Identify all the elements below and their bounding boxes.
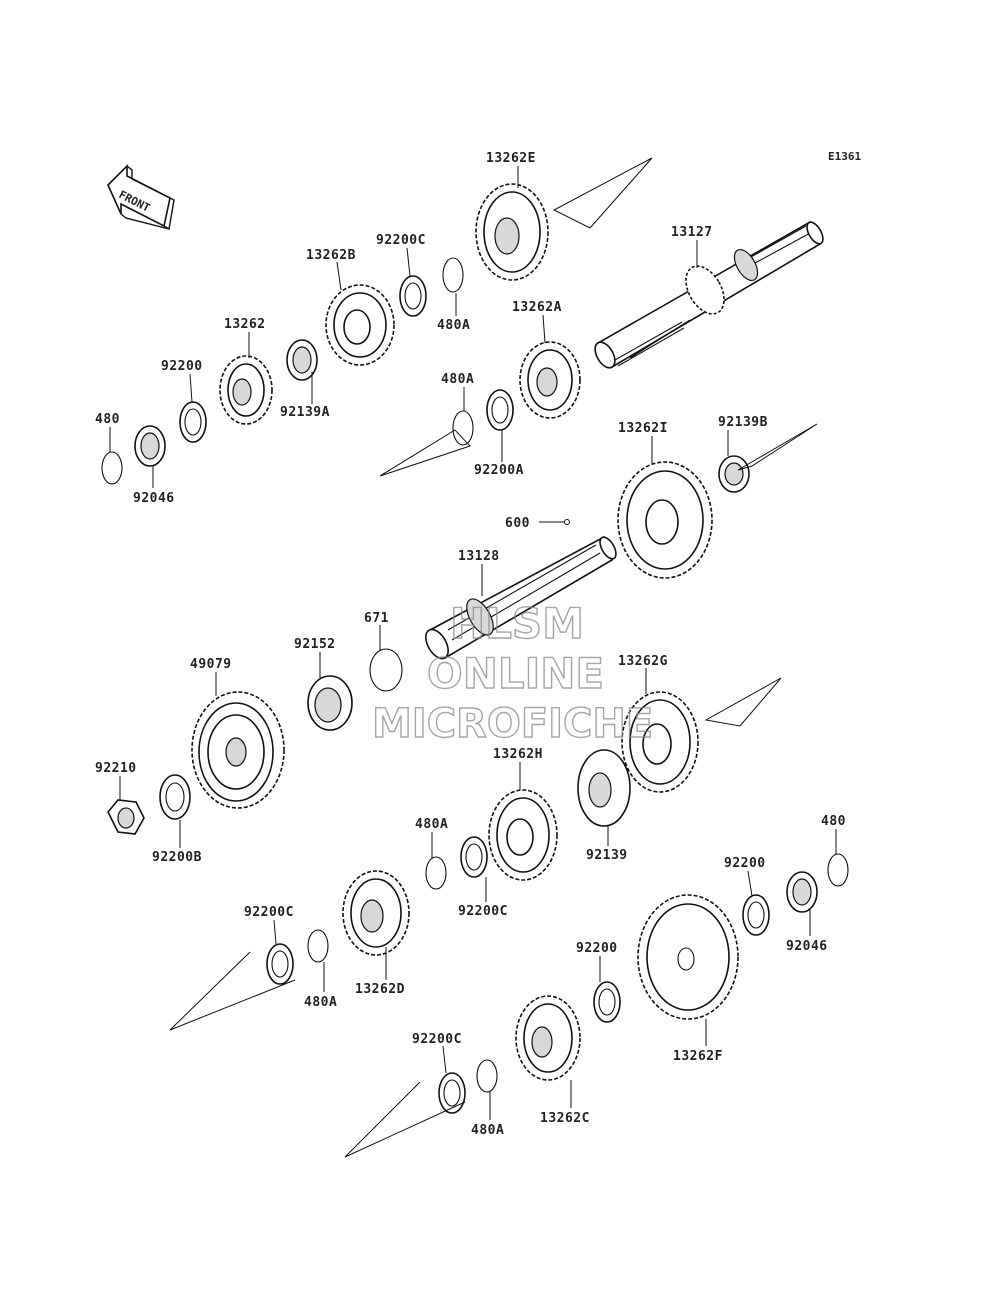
label-13262G: 13262G xyxy=(618,654,668,669)
label-13127: 13127 xyxy=(671,225,713,240)
label-13262A: 13262A xyxy=(512,300,562,315)
label-92200-bottom: 92200 xyxy=(576,941,618,956)
label-92200C-top: 92200C xyxy=(376,233,426,248)
part-labels: 13262E 13127 92200C 13262B 480A 13262A 1… xyxy=(95,151,846,1138)
gear-13262F xyxy=(637,894,739,1020)
gear-13262C xyxy=(515,995,581,1081)
watermark-line-1: HLSM xyxy=(450,599,584,648)
label-92200-right: 92200 xyxy=(724,856,766,871)
washer-92200B xyxy=(159,774,191,820)
watermark-line-3: MICROFICHE xyxy=(372,701,653,747)
label-92139: 92139 xyxy=(586,848,628,863)
label-13262B: 13262B xyxy=(306,248,356,263)
bearing-92046-right xyxy=(786,871,818,913)
sprocket-49079 xyxy=(191,691,285,809)
label-92200B: 92200B xyxy=(152,850,202,865)
label-13262I: 13262I xyxy=(618,421,668,436)
front-arrow-icon: FRONT xyxy=(107,164,175,231)
label-13262C: 13262C xyxy=(540,1111,590,1126)
label-480A-lowleft: 480A xyxy=(304,995,337,1010)
shaft-13128 xyxy=(425,535,617,660)
assembly-guide-lines xyxy=(169,157,818,1158)
circlip-480A-top xyxy=(442,257,464,293)
washer-92200C-lowleft xyxy=(266,943,294,985)
washer-92200C-bottom xyxy=(438,1072,466,1114)
label-92200-left: 92200 xyxy=(161,359,203,374)
circlip-480A-bottom xyxy=(476,1059,498,1093)
watermark-line-2: ONLINE xyxy=(427,649,604,698)
circlip-480A-low xyxy=(425,856,447,890)
label-13262D: 13262D xyxy=(355,982,405,997)
gear-13262E xyxy=(475,183,549,281)
washer-92200-right xyxy=(742,894,770,936)
label-480A-low: 480A xyxy=(415,817,448,832)
gear-13262G xyxy=(621,691,699,793)
circlip-480A-lowleft xyxy=(307,929,329,963)
washer-92200C-top xyxy=(399,275,427,317)
shaft-13127 xyxy=(594,220,824,369)
circlip-480-right xyxy=(827,853,849,887)
label-480A-bottom: 480A xyxy=(471,1123,504,1138)
bearing-92046-left xyxy=(134,425,166,467)
label-92210: 92210 xyxy=(95,761,137,776)
gear-13262 xyxy=(219,355,273,425)
nut-92210 xyxy=(107,799,145,835)
label-92200C-bottom: 92200C xyxy=(412,1032,462,1047)
label-13262F: 13262F xyxy=(673,1049,723,1064)
label-480A-mid: 480A xyxy=(441,372,474,387)
washer-92200C-mid xyxy=(460,836,488,878)
circlip-480A-mid xyxy=(452,410,474,446)
washer-92200A xyxy=(486,389,514,431)
label-92200A: 92200A xyxy=(474,463,524,478)
label-480-right: 480 xyxy=(821,814,846,829)
gear-13262B xyxy=(325,284,395,366)
gear-13262D xyxy=(342,870,410,956)
circlip-480-left xyxy=(101,451,123,485)
diagram-code: E1361 xyxy=(828,150,861,163)
seal-92152 xyxy=(307,675,353,731)
watermark: HLSM ONLINE MICROFICHE xyxy=(371,598,654,747)
washer-92200-left xyxy=(179,401,207,443)
label-480A-top: 480A xyxy=(437,318,470,333)
label-13262E: 13262E xyxy=(486,151,536,166)
label-92046-left: 92046 xyxy=(133,491,175,506)
label-92200C-mid: 92200C xyxy=(458,904,508,919)
label-92139A: 92139A xyxy=(280,405,330,420)
label-600: 600 xyxy=(505,516,530,531)
gear-13262H xyxy=(488,789,558,881)
label-13262H: 13262H xyxy=(493,747,543,762)
label-49079: 49079 xyxy=(190,657,232,672)
bearing-92139A xyxy=(286,339,318,381)
bushing-92139B xyxy=(718,455,750,493)
label-92200C-lowleft: 92200C xyxy=(244,905,294,920)
washer-92200-bottom xyxy=(593,981,621,1023)
label-92046-right: 92046 xyxy=(786,939,828,954)
label-13262: 13262 xyxy=(224,317,266,332)
label-13128: 13128 xyxy=(458,549,500,564)
label-480-left: 480 xyxy=(95,412,120,427)
label-92152: 92152 xyxy=(294,637,336,652)
gear-13262A xyxy=(519,341,581,419)
label-671: 671 xyxy=(364,611,389,626)
bearing-92139 xyxy=(577,749,631,827)
gear-13262I xyxy=(617,461,713,579)
leader-lines xyxy=(109,166,837,1120)
label-92139B: 92139B xyxy=(718,415,768,430)
oring-671 xyxy=(369,648,403,692)
